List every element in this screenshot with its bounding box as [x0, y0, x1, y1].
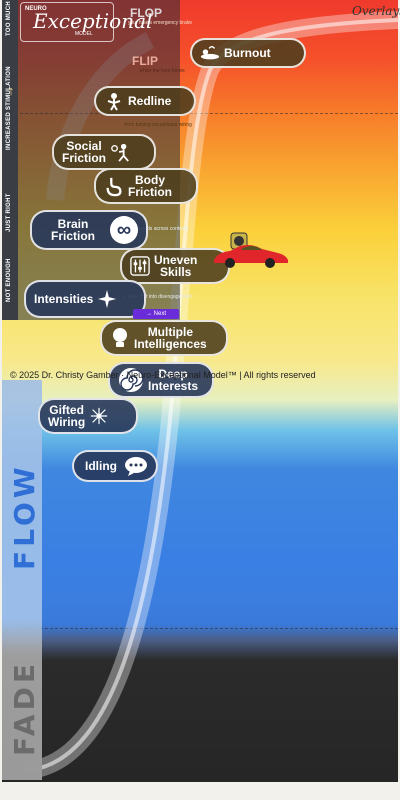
- social-friction-icon: [110, 142, 130, 162]
- pill-body-friction[interactable]: Body Friction: [94, 168, 198, 204]
- pill-multiple-intelligences[interactable]: Multiple Intelligences: [100, 320, 228, 356]
- axis-label-not-enough: NOT ENOUGH: [6, 258, 12, 302]
- pill-redline[interactable]: Redline: [94, 86, 196, 116]
- axis-label-just-right: JUST RIGHT: [6, 193, 12, 232]
- sliders-icon: [130, 256, 150, 276]
- flow-text: from fuming exceptional wiring: [124, 122, 192, 128]
- pill-brain-friction[interactable]: Brain Friction ∞: [30, 210, 148, 250]
- chat-bubble-icon: [124, 455, 148, 477]
- axis-label-increased: INCREASED STIMULATION: [6, 66, 12, 150]
- copyright-text: © 2025 Dr. Christy Gamber · Neuro-Except…: [10, 370, 316, 380]
- pill-burnout[interactable]: Burnout: [190, 38, 306, 68]
- arrow-up-icon: ↑: [7, 83, 15, 98]
- flop-text: your fuse's emergency brake: [127, 20, 193, 26]
- flow-text-2: safeguards across contexts: [127, 226, 189, 232]
- infinity-icon: ∞: [110, 216, 138, 244]
- threshold-line-bottom: [20, 628, 398, 629]
- intensity-axis-bar: [2, 0, 18, 320]
- overlays-label: Overlays: [352, 4, 400, 18]
- pill-social-friction[interactable]: Social Friction: [52, 134, 156, 170]
- stomach-icon: [104, 176, 124, 197]
- zone-label-flow: FLOW: [8, 463, 41, 570]
- flip-text: when the fuse blows: [139, 68, 185, 74]
- pill-deep-interests[interactable]: Deep Interests: [108, 362, 214, 398]
- flop-title: FLOP: [130, 6, 162, 20]
- redline-icon: [104, 91, 124, 111]
- flip-title: FLIP: [132, 54, 158, 68]
- logo: NEURO Exceptional MODEL: [20, 2, 152, 42]
- neuron-icon: [89, 406, 109, 426]
- pill-gifted-wiring[interactable]: Gifted Wiring: [38, 398, 138, 434]
- spiral-icon: [118, 367, 144, 393]
- next-button[interactable]: → Next: [133, 309, 179, 319]
- pill-idling[interactable]: Idling: [72, 450, 158, 482]
- burnout-icon: [200, 43, 220, 63]
- sparkle-icon: [97, 289, 117, 309]
- red-car-icon: [212, 230, 292, 275]
- fade-text: a slow drift into disengagement: [123, 294, 193, 300]
- pill-intensities[interactable]: Intensities: [24, 280, 146, 318]
- zone-label-fade: FADE: [8, 660, 41, 756]
- lightbulb-icon: [110, 328, 130, 348]
- axis-label-too-much: TOO MUCH: [6, 1, 12, 36]
- zone-axis-bar: [2, 380, 42, 780]
